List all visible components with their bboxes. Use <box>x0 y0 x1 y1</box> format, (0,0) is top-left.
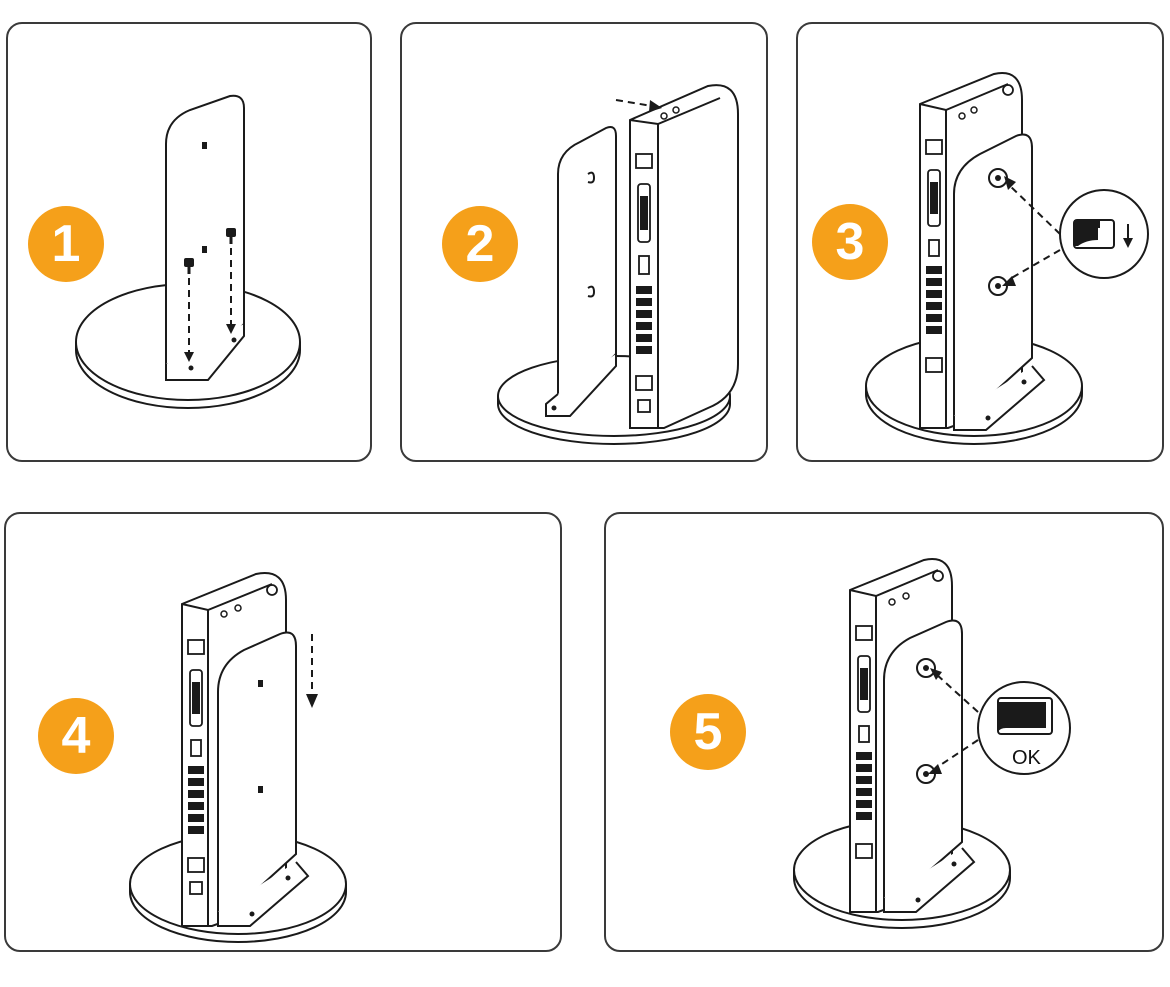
step-1-panel: 1 <box>6 22 372 462</box>
ok-label: OK <box>1012 747 1042 769</box>
dock-and-bracket-illustration <box>497 84 739 445</box>
step-number-badge: 1 <box>28 206 104 282</box>
step-5-panel: 5 O <box>604 512 1164 952</box>
step-number-badge: 4 <box>38 698 114 774</box>
unlocked-screws-illustration <box>865 72 1149 445</box>
slide-down-illustration <box>129 572 347 943</box>
step-number-badge: 3 <box>812 204 888 280</box>
step-3-panel: 3 <box>796 22 1164 462</box>
step-number-badge: 2 <box>442 206 518 282</box>
bracket-and-screws-illustration <box>75 94 301 409</box>
step-4-panel: 4 <box>4 512 562 952</box>
locked-screws-illustration: OK <box>793 558 1071 929</box>
step-number-badge: 5 <box>670 694 746 770</box>
step-2-panel: 2 <box>400 22 768 462</box>
